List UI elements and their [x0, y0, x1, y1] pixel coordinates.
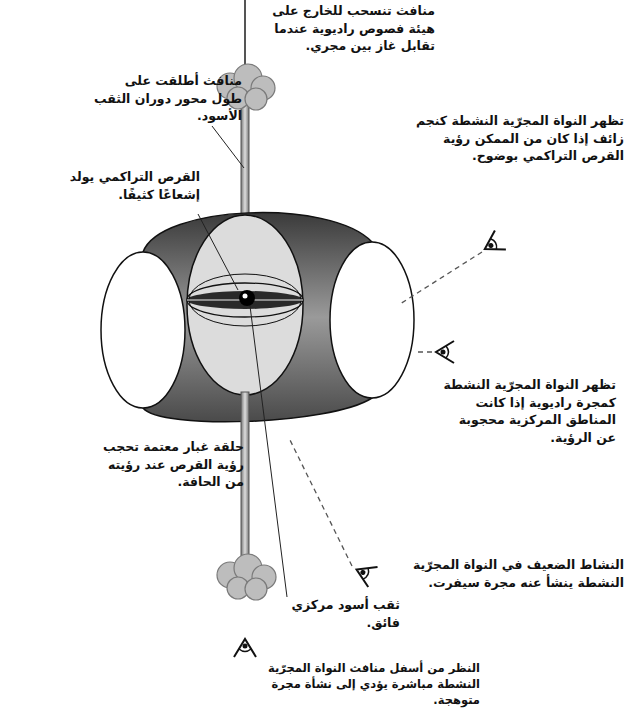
leader-line: [212, 126, 244, 168]
annotation-label: منافث أطلقت على طول محور دوران الثقب الأ…: [92, 72, 242, 125]
annotation-label: تظهر النواة المجرّية النشطة كمجرة راديوي…: [438, 376, 616, 446]
jet: [241, 95, 249, 220]
radio-lobe: [217, 554, 276, 600]
torus-hole: [187, 215, 303, 395]
annotation-label: تظهر النواة المجرّية النشطة كنجم زائف إذ…: [398, 112, 624, 165]
annotation-label: النظر من أسفل منافث النواة المجرّية النش…: [256, 660, 480, 708]
torus-end: [101, 252, 185, 408]
annotation-label: القرص التراكمي يولد إشعاعًا كثيفًا.: [58, 168, 200, 203]
eye-symbol: [436, 341, 454, 363]
eye-symbol: [352, 559, 378, 587]
sight-line: [290, 440, 352, 566]
eye-symbol: [234, 639, 256, 657]
eye-symbol: [479, 230, 506, 258]
accretion-disk: [187, 274, 303, 326]
sight-line: [416, 351, 432, 352]
black-hole: [243, 294, 248, 299]
annotation-label: ثقب أسود مركزي فائق.: [290, 596, 400, 631]
annotation-label: حلقة غبار معتمة تحجب رؤية القرص عند رؤيت…: [98, 438, 244, 491]
torus-end: [330, 242, 414, 398]
leader-line: [198, 214, 238, 290]
black-hole: [239, 290, 255, 306]
leader-line: [250, 306, 287, 597]
annotation-label: النشاط الضعيف في النواة المجرّية النشطة …: [408, 556, 624, 591]
annotation-label: منافث تنسحب للخارج على هيئة فصوص راديوية…: [255, 2, 435, 55]
sight-line: [400, 252, 482, 304]
